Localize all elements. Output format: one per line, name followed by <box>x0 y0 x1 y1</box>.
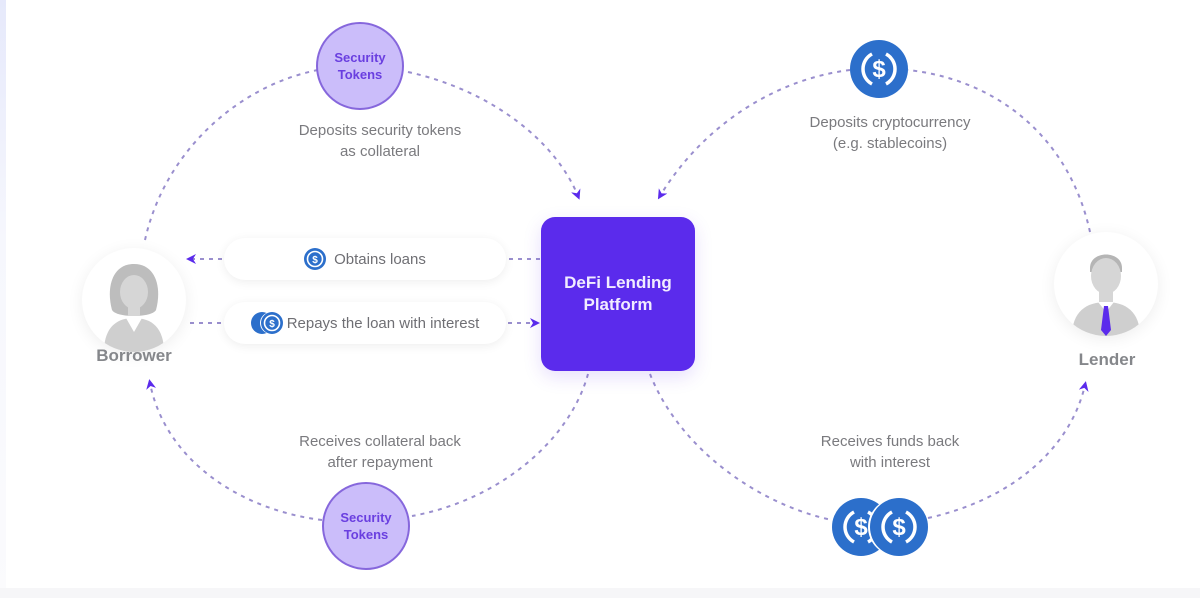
lender-avatar <box>1054 232 1158 336</box>
security-tokens-top: Security Tokens <box>316 22 404 110</box>
connector-platform-to-coins <box>649 373 833 521</box>
connector-coin-to-platform <box>657 69 851 200</box>
security-tokens-bottom: Security Tokens <box>322 482 410 570</box>
connector-bottom-token-to-borrower <box>146 379 323 521</box>
borrower-avatar <box>82 248 186 352</box>
caption-borrower-deposit: Deposits security tokens as collateral <box>298 122 462 160</box>
bottom-edge-band <box>0 588 1200 598</box>
flow-obtains-loans: $ Obtains loans <box>224 238 506 280</box>
caption-lender-deposit: Deposits cryptocurrency (e.g. stablecoin… <box>809 114 971 152</box>
stablecoin-icon: $ <box>850 40 908 98</box>
caption-lender-receive: Receives funds back with interest <box>820 433 960 471</box>
caption-borrower-receive: Receives collateral back after repayment <box>299 433 461 471</box>
male-user-icon <box>1072 254 1140 336</box>
connector-lender-to-coin <box>907 69 1091 233</box>
double-stablecoin-icon: $ $ <box>832 498 928 556</box>
double-dollar-coin-icon: $ <box>250 312 283 334</box>
left-edge-band <box>0 0 6 598</box>
connector-borrower-to-top-token <box>144 69 319 241</box>
svg-text:$: $ <box>854 514 868 541</box>
svg-text:$: $ <box>872 56 886 83</box>
connector-top-token-to-platform <box>407 71 581 200</box>
borrower-label: Borrower <box>96 346 172 365</box>
female-user-icon <box>104 264 164 352</box>
flow-label: Repays the loan with interest <box>286 314 480 332</box>
defi-lending-platform: DeFi Lending Platform <box>541 217 695 371</box>
svg-text:$: $ <box>892 514 906 541</box>
flow-repays-loan: $ Repays the loan with interest <box>224 302 506 344</box>
lender-label: Lender <box>1078 350 1136 369</box>
svg-text:$: $ <box>269 319 275 330</box>
svg-text:$: $ <box>312 255 318 266</box>
flow-label: Obtains loans <box>334 250 426 268</box>
connector-platform-to-bottom-token <box>411 373 589 517</box>
connector-coins-to-lender <box>927 381 1089 519</box>
dollar-coin-icon: $ <box>304 248 327 270</box>
